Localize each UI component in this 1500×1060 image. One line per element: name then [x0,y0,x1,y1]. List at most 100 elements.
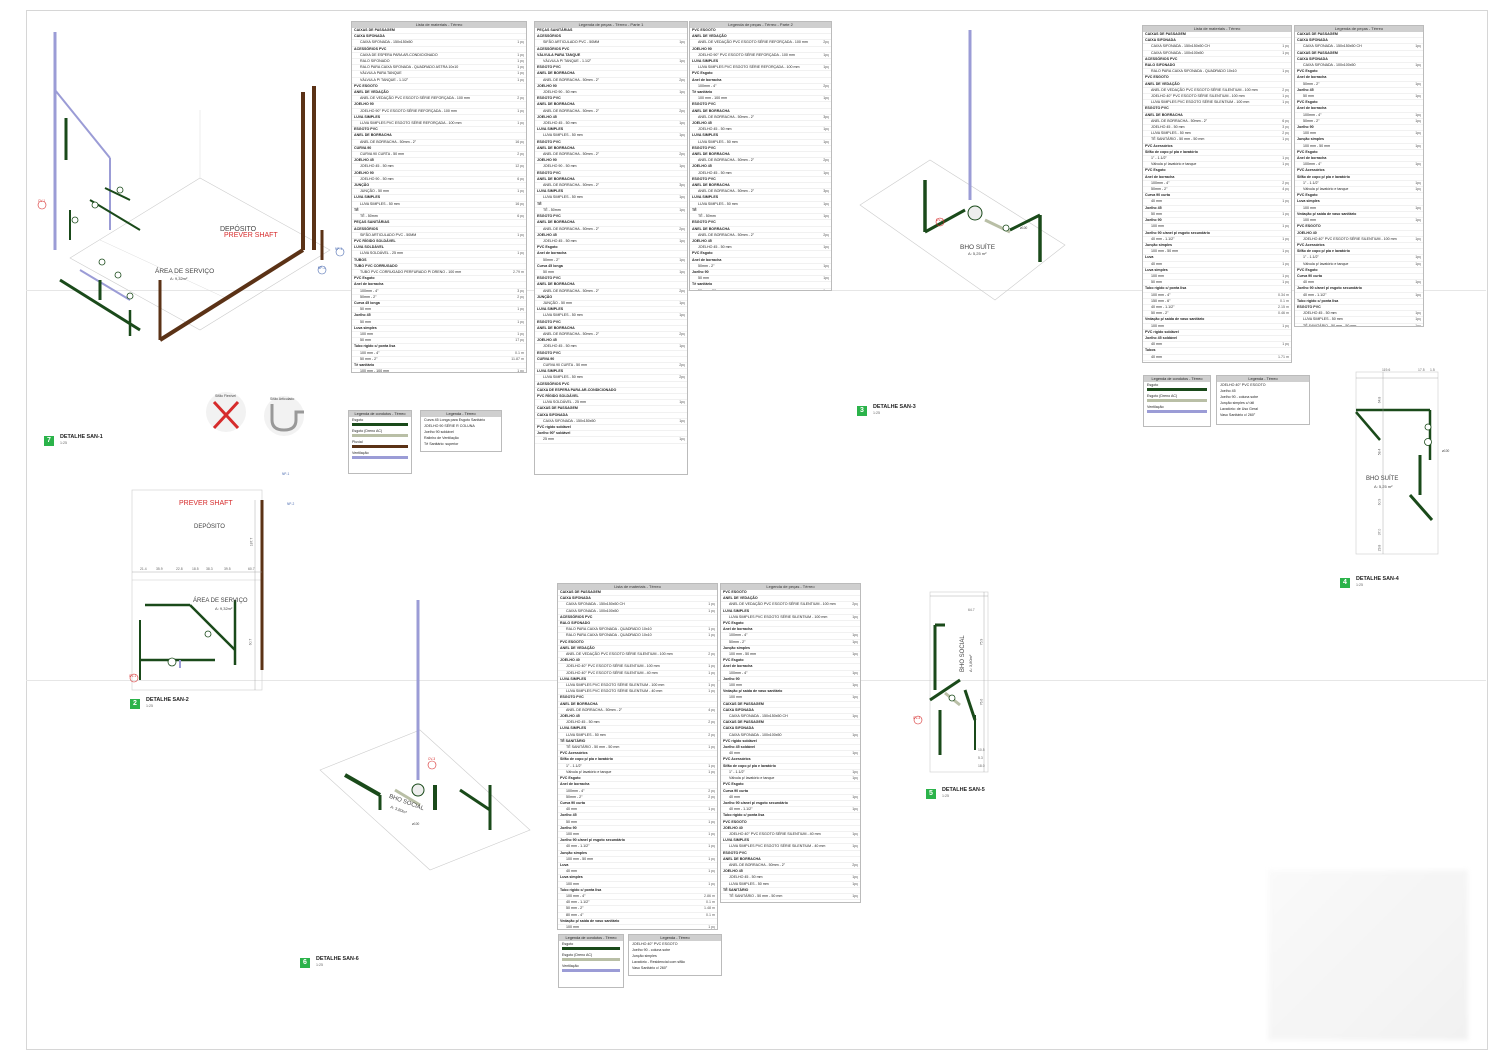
san6-caixa-sifonada [411,783,425,797]
table-cell-item: JOELHO 90 [354,170,374,175]
tag-cv3-san6: CV-3 [428,757,436,761]
table-cell-item: CURVA 90 CURTA - 50 mm [543,362,588,367]
detail-title: DETALHE SAN-3 [873,404,916,410]
table-cell-qty: 1pç [852,751,858,756]
table-cell-item: TÊ SANITÁRIO - 50 mm - 50 mm [729,893,783,898]
san2-plan [129,489,264,691]
table-row: LUVA SIMPLES [690,59,831,66]
table-row: LUVA SIMPLES PVC ESGOTO SÉRIE SILENTIUM … [558,689,717,696]
prever-shaft-label: PREVER SHAFT [224,232,278,239]
table-cell-item: JUNÇÃO - 50 mm [360,189,389,194]
table-row: Joelho 90 c/anel p/ esgoto secundário [721,801,860,808]
table-cell-qty: 1pç [679,300,685,305]
table-cell-item: 100 mm [1151,323,1164,328]
table-cell-item: Joelho 90 c/anel p/ esgoto secundário [1297,286,1362,291]
table-cell-qty: 1pç [823,170,829,175]
table-row: LUVA SIMPLES [535,189,687,196]
table-cell-item: CAIXA SIFONADA [1145,38,1176,43]
table-cell-item: ANEL DE BORRACHA [537,220,575,225]
table-cell-item: JOELHO 90 [537,83,557,88]
table-row: JOELHO 40 [558,658,717,665]
table-cell-item: 50mm - 2" [543,257,560,262]
table-cell-qty: 1pç [852,695,858,700]
table-cell-item: PVC Acessórios [1145,143,1173,148]
table-cell-item: 40 mm - 1.1/2" [566,900,590,905]
table-cell-item: CAIXA SIFONADA - 150x150x50 CH [566,602,625,607]
table-cell-item: JUNÇÃO [537,294,553,299]
table-cell-item: PEÇAS SANITÁRIAS [354,220,390,225]
table-row: 50mm - 2"2 pç [558,795,717,801]
table-row: 1" - 1.1/2"1pç [1295,181,1423,188]
table-cell-item: ANEL DE VEDAÇÃO PVC ESGOTO SÉRIE REFORÇA… [360,96,470,101]
legend-item: Curva 45 Longa para Esgoto Sanitário [424,418,486,422]
table-cell-qty: 1pç [852,776,858,781]
table-cell-item: ESGOTO PVC [537,170,561,175]
table-cell-qty: 1 pç [1282,94,1289,99]
table-cell-qty: 2 pç [1282,180,1289,185]
table-row: ESGOTO PVC [535,320,687,326]
san5-fitting [948,694,956,702]
table-cell-item: Junção simples [1145,242,1172,247]
table-cell-qty: 1 pç [1282,236,1289,241]
table-cell-item: PVC rígido soldável [537,425,571,429]
table-row: Vedação p/ saída de vaso sanitário [1143,317,1291,324]
sifao-flexivel-icon [206,392,246,432]
table-cell-item: ANEL DE BORRACHA [692,152,730,157]
table-cell-qty: 2 pç [708,732,715,737]
table-cell-item: Joelho 90 [560,825,577,830]
table-cell-item: ANEL DE BORRACHA - 50mm - 2" [543,152,600,157]
table-cell-qty: 1pç [679,40,685,45]
legend-conduits-6: Legenda de condutos - Térreo Esgoto Esgo… [558,934,624,988]
table-cell-item: JOELHO 90 [537,158,557,163]
table-row: PVC ESGOTO [690,28,831,35]
san1-wall-line [99,239,231,301]
table-cell-item: PVC Esgoto [692,251,713,256]
table-row: CAIXAS DE PASSAGEM [352,28,526,35]
table-cell-item: 50 mm [1151,211,1162,216]
table-cell-item: 100 mm - 4" [1151,292,1171,297]
table-cell-item: 100mm - 4" [698,83,717,88]
table-cell-item: PVC Esgoto [723,621,744,626]
bho-social-area-san5: A: 3,80m² [968,654,973,672]
table-cell-item: PVC ESGOTO [1145,75,1169,80]
table-row: PVC Esgoto [1295,150,1423,157]
blurred-title-block [1268,870,1468,1040]
table-row: LUVA SIMPLES [352,115,526,122]
table-row: ANEL DE BORRACHA [535,220,687,227]
table-cell-item: PVC Esgoto [1297,69,1318,74]
table-cell-item: Vedação p/ saída de vaso sanitário [723,689,783,694]
table-cell-item: 100 mm [566,924,579,929]
table-row: 40 mm - 1.1/2"1 pç [558,844,717,851]
table-row: 50mm - 2"1pç [690,264,831,270]
table-cell-qty: 3pç [823,189,829,194]
table-cell-qty: 1 pç [1282,69,1289,74]
table-cell-item: ANEL DE VEDAÇÃO PVC ESGOTO SÉRIE SILENTI… [1151,87,1258,92]
legend-swatch-vent [1147,410,1207,413]
table-row: 100mm - 4"2pç [690,83,831,91]
table-cell-item: Joelho 90 c/anel p/ esgoto secundário [1145,230,1210,235]
legend-symbols-1: Legenda - Térreo Curva 45 Longa para Esg… [420,410,502,452]
legend-item: Tê Sanitário: superior [424,442,459,446]
legend-swatch-drain-ac [562,958,620,961]
table-row: ANEL DE BORRACHA - 50mm - 2"16 pç [352,140,526,146]
table-cell-item: ACESSÓRIOS [537,34,561,39]
table-cell-item: 40 mm - 1.1/2" [566,844,590,849]
detail-number-badge: 6 [300,958,310,968]
table-cell-item: PVC ESGOTO [560,639,584,644]
table-cell-qty: 2 pç [517,294,524,299]
table-row: 50 mm - 2"1.48 m [558,906,717,913]
san6-drain-pipe [459,788,491,812]
table-cell-qty: 1 pç [1282,261,1289,266]
table-row: ACESSÓRIOS PVC [1143,57,1291,64]
table-cell-qty: 4 pç [1282,187,1289,192]
